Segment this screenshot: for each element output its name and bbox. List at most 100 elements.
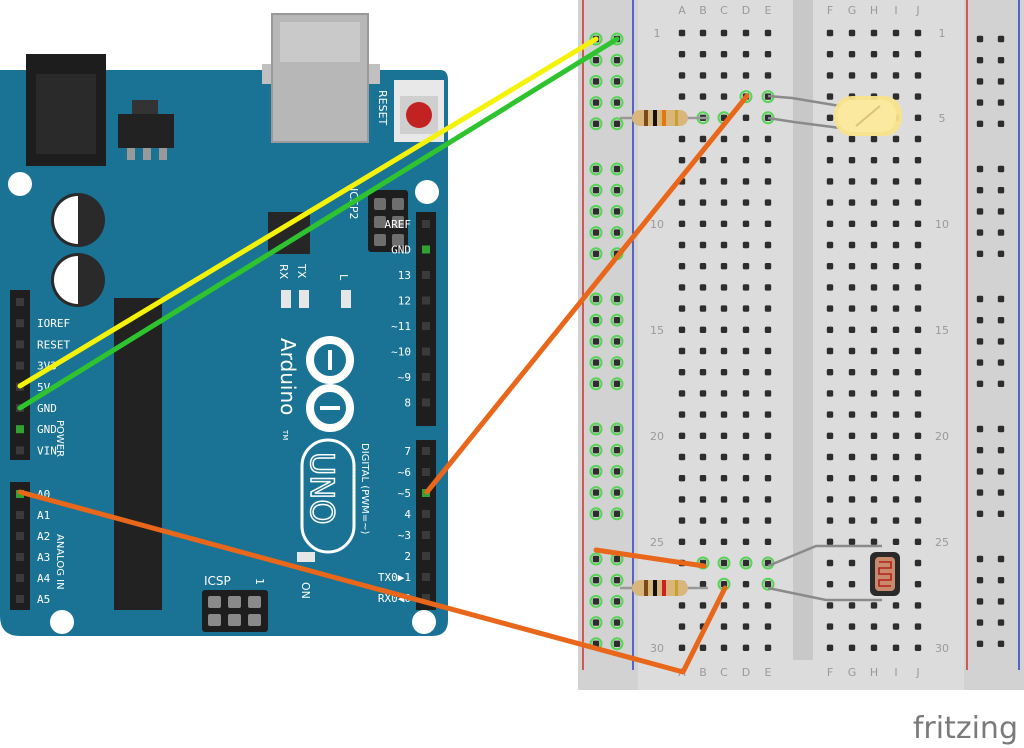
pin-label: ~11 [391,320,411,333]
arduino-logo-text: Arduino [276,338,300,415]
rail-hole [613,640,621,647]
breadboard-hole [892,496,900,503]
connected-hole-marker [589,507,603,521]
breadboard-hole [720,411,728,418]
breadboard-hole [699,644,707,651]
column-label: D [742,666,750,679]
breadboard-hole [699,369,707,376]
column-label: E [765,4,772,17]
header-pin [422,573,430,581]
breadboard-hole [914,93,922,100]
breadboard-hole [699,284,707,291]
breadboard-hole [892,644,900,651]
icsp-pin [248,614,261,626]
breadboard-hole [848,241,856,249]
breadboard-hole [892,432,900,439]
breadboard-hole [720,602,728,609]
led-icon [767,94,902,136]
breadboard-hole [720,263,728,270]
header-pin [422,373,430,381]
breadboard-hole [914,623,922,630]
connected-hole-marker [589,313,603,327]
breadboard-hole [892,178,900,185]
rail-hole [976,619,984,626]
rail-hole [592,425,600,433]
connected-hole-marker [610,183,624,197]
breadboard-hole [699,93,707,100]
header-pin [422,510,430,518]
header-pin [422,296,430,305]
breadboard-hole [848,135,856,143]
row-number-label: 25 [650,536,664,549]
rail-hole [592,468,600,475]
breadboard-hole [742,432,750,439]
breadboard-hole [826,326,834,333]
rail-hole [613,555,621,563]
rail-hole [613,510,621,517]
breadboard-hole [720,305,728,312]
reset-button-icon[interactable] [394,80,444,142]
breadboard-hole [892,453,900,461]
capacitor-2 [51,253,105,307]
breadboard-hole [914,114,922,121]
mounting-hole [412,610,436,634]
row-number-label: 25 [935,536,949,549]
rail-hole [997,447,1005,454]
rx-led [281,290,291,308]
rail-hole [592,380,600,387]
icsp2-pin [374,198,386,210]
connected-hole-marker [610,74,624,88]
rail-hole [997,187,1005,194]
rail-hole [592,165,600,173]
breadboard-hole [848,453,856,461]
breadboard-hole [764,369,772,376]
rail-hole [613,338,621,345]
rail-hole [997,619,1005,626]
connected-hole-marker [589,464,603,478]
rail-hole [613,165,621,173]
breadboard-hole [742,326,750,333]
rail-hole [592,338,600,345]
breadboard-hole [848,623,856,630]
icsp-label: ICSP [204,574,231,588]
breadboard-hole [848,475,856,482]
connected-hole-marker [589,573,603,587]
breadboard-hole [870,241,878,249]
rail-hole [613,425,621,433]
breadboard-hole [678,51,686,58]
l-label: L [337,274,350,281]
breadboard-hole [826,475,834,482]
header-pin [16,361,24,370]
breadboard-hole [742,517,750,524]
connected-hole-marker [610,356,624,370]
breadboard-hole [892,411,900,418]
breadboard-hole [914,284,922,291]
header-pin [422,271,430,279]
breadboard-hole [742,411,750,418]
rail-hole [613,229,621,236]
header-pin [422,245,430,254]
breadboard-hole [699,326,707,333]
breadboard-hole [742,135,750,143]
column-label: G [848,4,857,17]
connected-hole-marker [589,422,603,436]
breadboard-hole [870,496,878,503]
breadboard-hole [678,432,686,439]
breadboard-hole [870,390,878,397]
breadboard-hole [742,114,750,121]
breadboard-hole [720,369,728,376]
icsp-pin [208,596,221,608]
rail-hole [997,359,1005,366]
breadboard-hole [678,220,686,227]
rail-hole [976,598,984,605]
breadboard-hole [699,199,707,206]
breadboard-hole [699,602,707,609]
l-led [341,290,351,308]
rail-hole [976,510,984,517]
breadboard-hole [678,602,686,609]
header-pin [422,322,430,330]
breadboard-hole [720,135,728,143]
breadboard-hole [892,135,900,143]
row-number-label: 20 [650,430,664,443]
breadboard-hole [848,390,856,397]
